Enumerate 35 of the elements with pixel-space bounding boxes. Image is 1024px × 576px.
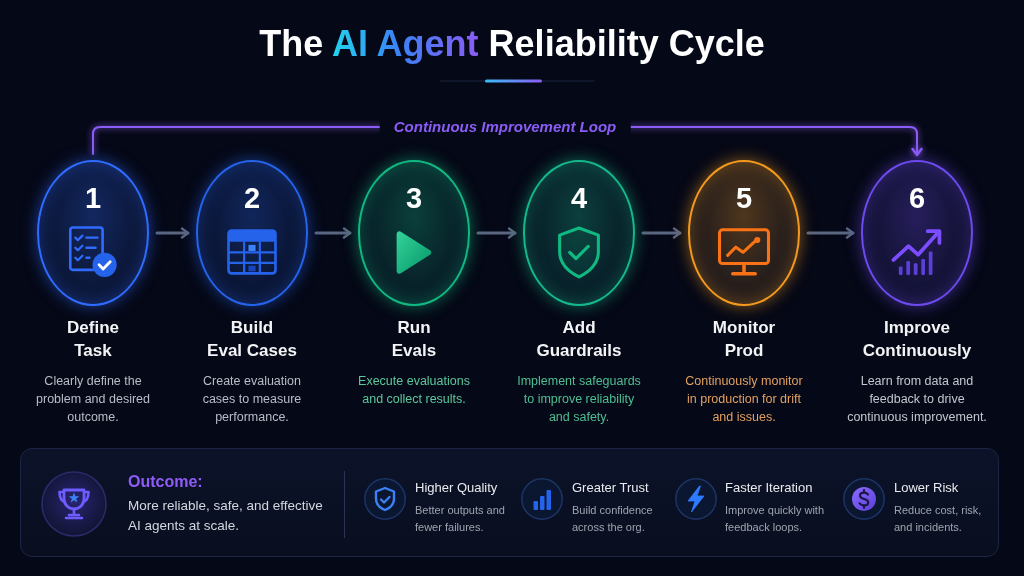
step-description: Clearly define the problem and desired outcome. [35, 373, 151, 426]
benefit-title: Faster Iteration [725, 480, 813, 496]
benefit-description: Reduce cost, risk, and incidents. [894, 503, 983, 535]
step-number: 6 [908, 183, 926, 215]
step-title: Build Eval Cases [207, 317, 297, 362]
step-number: 1 [84, 183, 102, 215]
arrow [155, 227, 190, 239]
outcome-heading: Outcome: [128, 472, 203, 492]
step-number: 4 [570, 183, 588, 215]
step-number: 5 [735, 183, 753, 215]
step-description: Create evaluation cases to measure performance. [201, 373, 303, 426]
step-description: Continuously monitor in production for drift and issues. [684, 373, 804, 426]
step-number: 3 [405, 183, 423, 215]
benefit-description: Improve quickly with feedback loops. [725, 503, 826, 535]
arrow [476, 227, 517, 239]
step-description: Execute evaluations and collect results. [357, 373, 471, 408]
benefit-title: Lower Risk [894, 480, 959, 496]
benefit-description: Better outputs and fewer failures. [415, 503, 506, 535]
step-description: Implement safeguards to improve reliability and safety. [516, 373, 642, 426]
step-number: 2 [243, 183, 261, 215]
step-title: Monitor Prod [712, 317, 776, 362]
benefit-description: Build confidence across the org. [572, 503, 654, 535]
step-title: Improve Continuously [862, 317, 972, 362]
outcome-text: More reliable, safe, and effective AI agents at scale. [128, 497, 324, 535]
benefit-title: Higher Quality [415, 480, 498, 496]
step-title: Define Task [67, 317, 119, 362]
arrow [314, 227, 352, 239]
arrow [806, 227, 855, 239]
benefit-title: Greater Trust [572, 480, 649, 496]
step-description: Learn from data and feedback to drive continuous improvement. [846, 373, 988, 426]
diagram-title: The AI Agent Reliability Cycle [259, 22, 765, 66]
step-title: Add Guardrails [536, 317, 622, 362]
step-title: Run Evals [391, 317, 437, 362]
arrow [641, 227, 682, 239]
outcome-panel [20, 448, 999, 557]
